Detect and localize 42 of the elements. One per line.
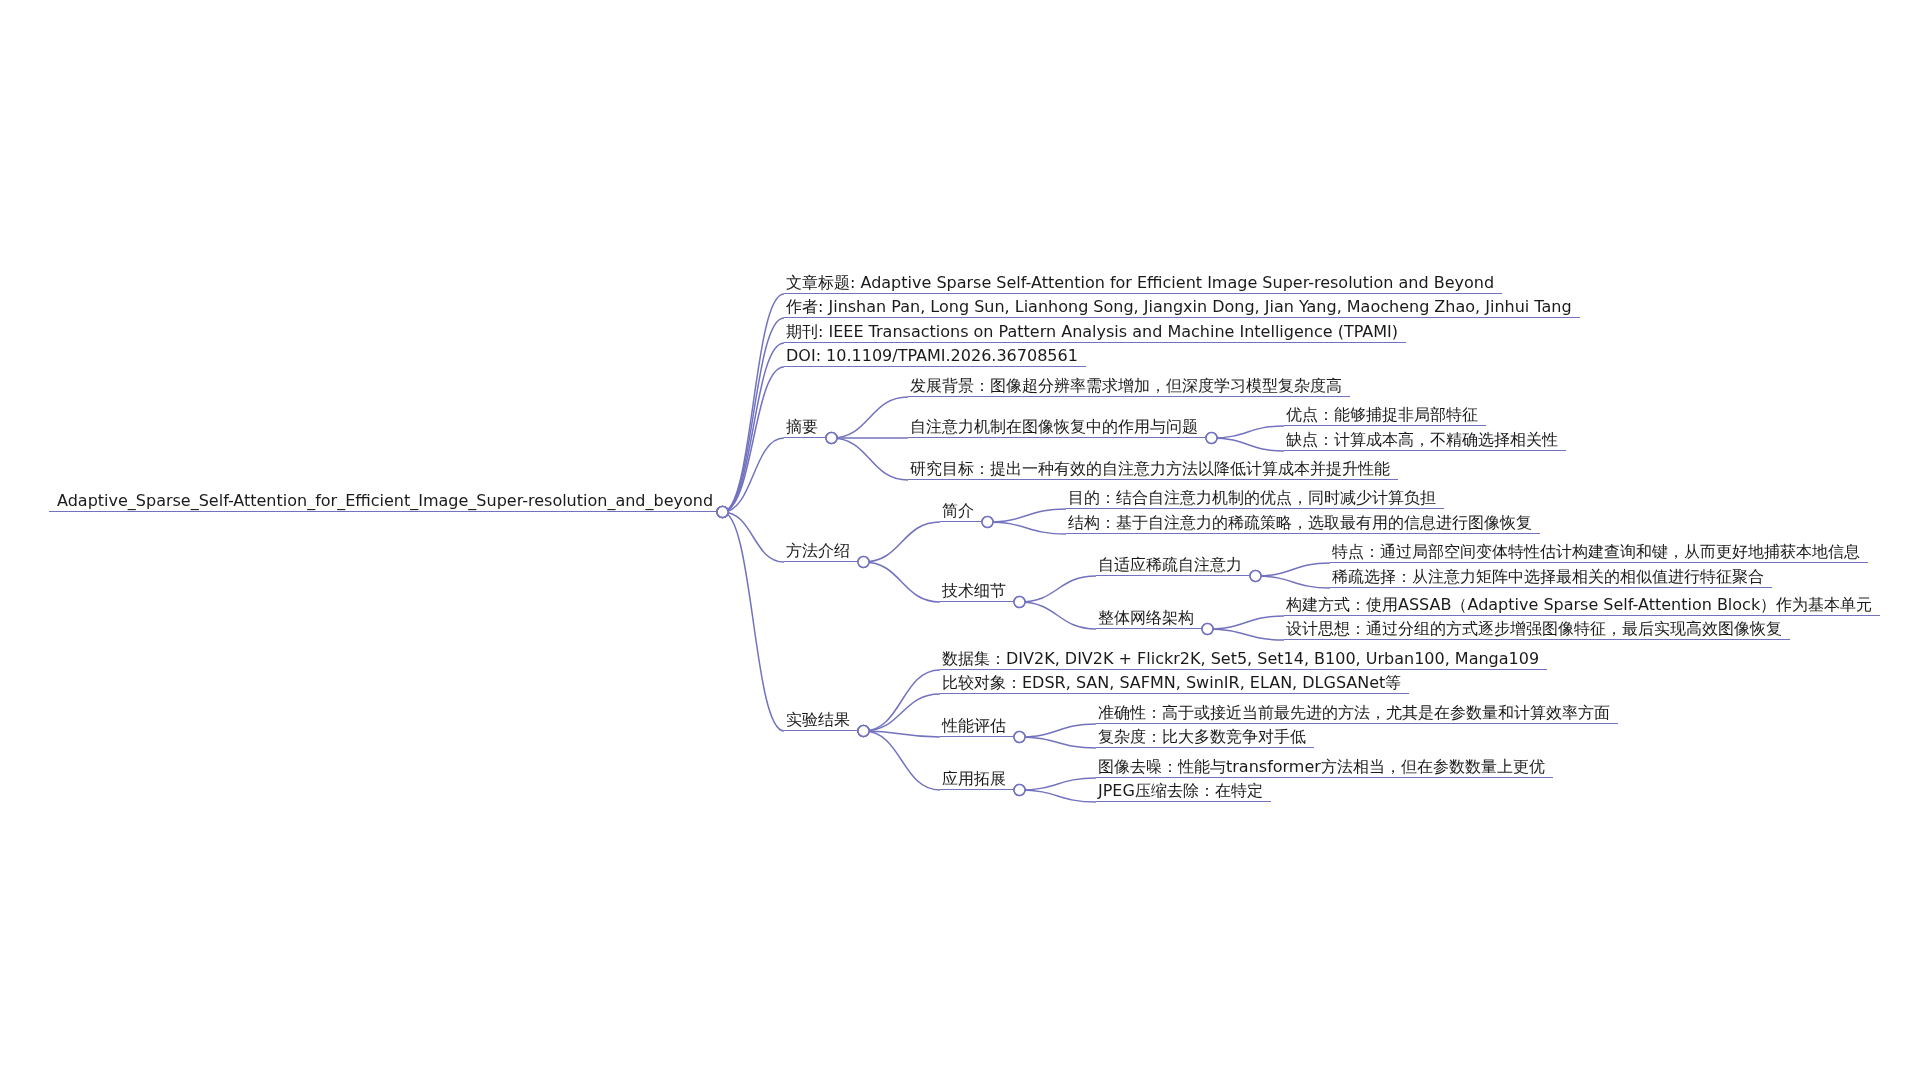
topic-node: 简介 bbox=[940, 500, 982, 522]
topic-node: 摘要 bbox=[784, 416, 826, 438]
branch-line bbox=[1013, 730, 1097, 749]
topic-node: 结构：基于自注意力的稀疏策略，选取最有用的信息进行图像恢复 bbox=[1066, 512, 1540, 534]
branch-line bbox=[857, 724, 941, 791]
branch-line bbox=[1013, 595, 1097, 630]
topic-node: 技术细节 bbox=[940, 580, 1014, 602]
topic-node: 发展背景：图像超分辨率需求增加，但深度学习模型复杂度高 bbox=[908, 375, 1350, 397]
branch-line bbox=[825, 431, 909, 481]
topic-node: 设计思想：通过分组的方式逐步增强图像特征，最后实现高效图像恢复 bbox=[1284, 618, 1790, 640]
topic-node: 优点：能够捕捉非局部特征 bbox=[1284, 404, 1486, 426]
topic-node: 目的：结合自注意力机制的优点，同时减少计算负担 bbox=[1066, 487, 1444, 509]
topic-node: 数据集：DIV2K, DIV2K + Flickr2K, Set5, Set14, B100, Urban100, Manga109 bbox=[940, 648, 1548, 670]
topic-node: 应用拓展 bbox=[940, 768, 1014, 790]
topic-node: 整体网络架构 bbox=[1096, 607, 1202, 629]
topic-node: 自注意力机制在图像恢复中的作用与问题 bbox=[908, 416, 1206, 438]
topic-node: 缺点：计算成本高，不精确选择相关性 bbox=[1284, 429, 1566, 451]
topic-node: 特点：通过局部空间变体特性估计构建查询和键，从而更好地捕获本地信息 bbox=[1330, 541, 1868, 563]
topic-node: 准确性：高于或接近当前最先进的方法，尤其是在参数量和计算效率方面 bbox=[1096, 702, 1618, 724]
topic-node: 构建方式：使用ASSAB（Adaptive Sparse Self-Attention Block）作为基本单元 bbox=[1284, 594, 1881, 616]
topic-node: 实验结果 bbox=[784, 709, 858, 731]
branch-line bbox=[716, 505, 785, 732]
topic-node: 期刊: IEEE Transactions on Pattern Analysis and Machine Intelligence (TPAMI) bbox=[784, 321, 1406, 343]
topic-node: 比较对象：EDSR, SAN, SAFMN, SwinIR, ELAN, DLGSANet等 bbox=[940, 672, 1410, 694]
topic-node: 文章标题: Adaptive Sparse Self-Attention for Efficient Image Super-resolution and Beyond bbox=[784, 272, 1503, 294]
topic-node: 自适应稀疏自注意力 bbox=[1096, 554, 1250, 576]
branch-line bbox=[1201, 622, 1285, 641]
topic-node: JPEG压缩去除：在特定 bbox=[1096, 780, 1271, 802]
branch-line bbox=[1249, 569, 1331, 589]
topic-node: 作者: Jinshan Pan, Long Sun, Lianhong Song, Jiangxin Dong, Jian Yang, Maocheng Zhao, Jinhui Tang bbox=[784, 296, 1580, 318]
branch-line bbox=[1013, 783, 1097, 803]
topic-node: 性能评估 bbox=[940, 715, 1014, 737]
topic-node: 稀疏选择：从注意力矩阵中选择最相关的相似值进行特征聚合 bbox=[1330, 566, 1772, 588]
branch-line bbox=[857, 555, 941, 603]
branch-line bbox=[981, 515, 1067, 535]
topic-node: 研究目标：提出一种有效的自注意力方法以降低计算成本并提升性能 bbox=[908, 458, 1398, 480]
topic-node: 复杂度：比大多数竞争对手低 bbox=[1096, 726, 1314, 748]
root-topic: Adaptive_Sparse_Self-Attention_for_Efficient_Image_Super-resolution_and_beyond bbox=[49, 490, 718, 512]
branch-line bbox=[1205, 431, 1285, 452]
topic-node: DOI: 10.1109/TPAMI.2026.36708561 bbox=[784, 345, 1086, 367]
topic-node: 方法介绍 bbox=[784, 540, 858, 562]
topic-node: 图像去噪：性能与transformer方法相当，但在参数数量上更优 bbox=[1096, 756, 1553, 778]
